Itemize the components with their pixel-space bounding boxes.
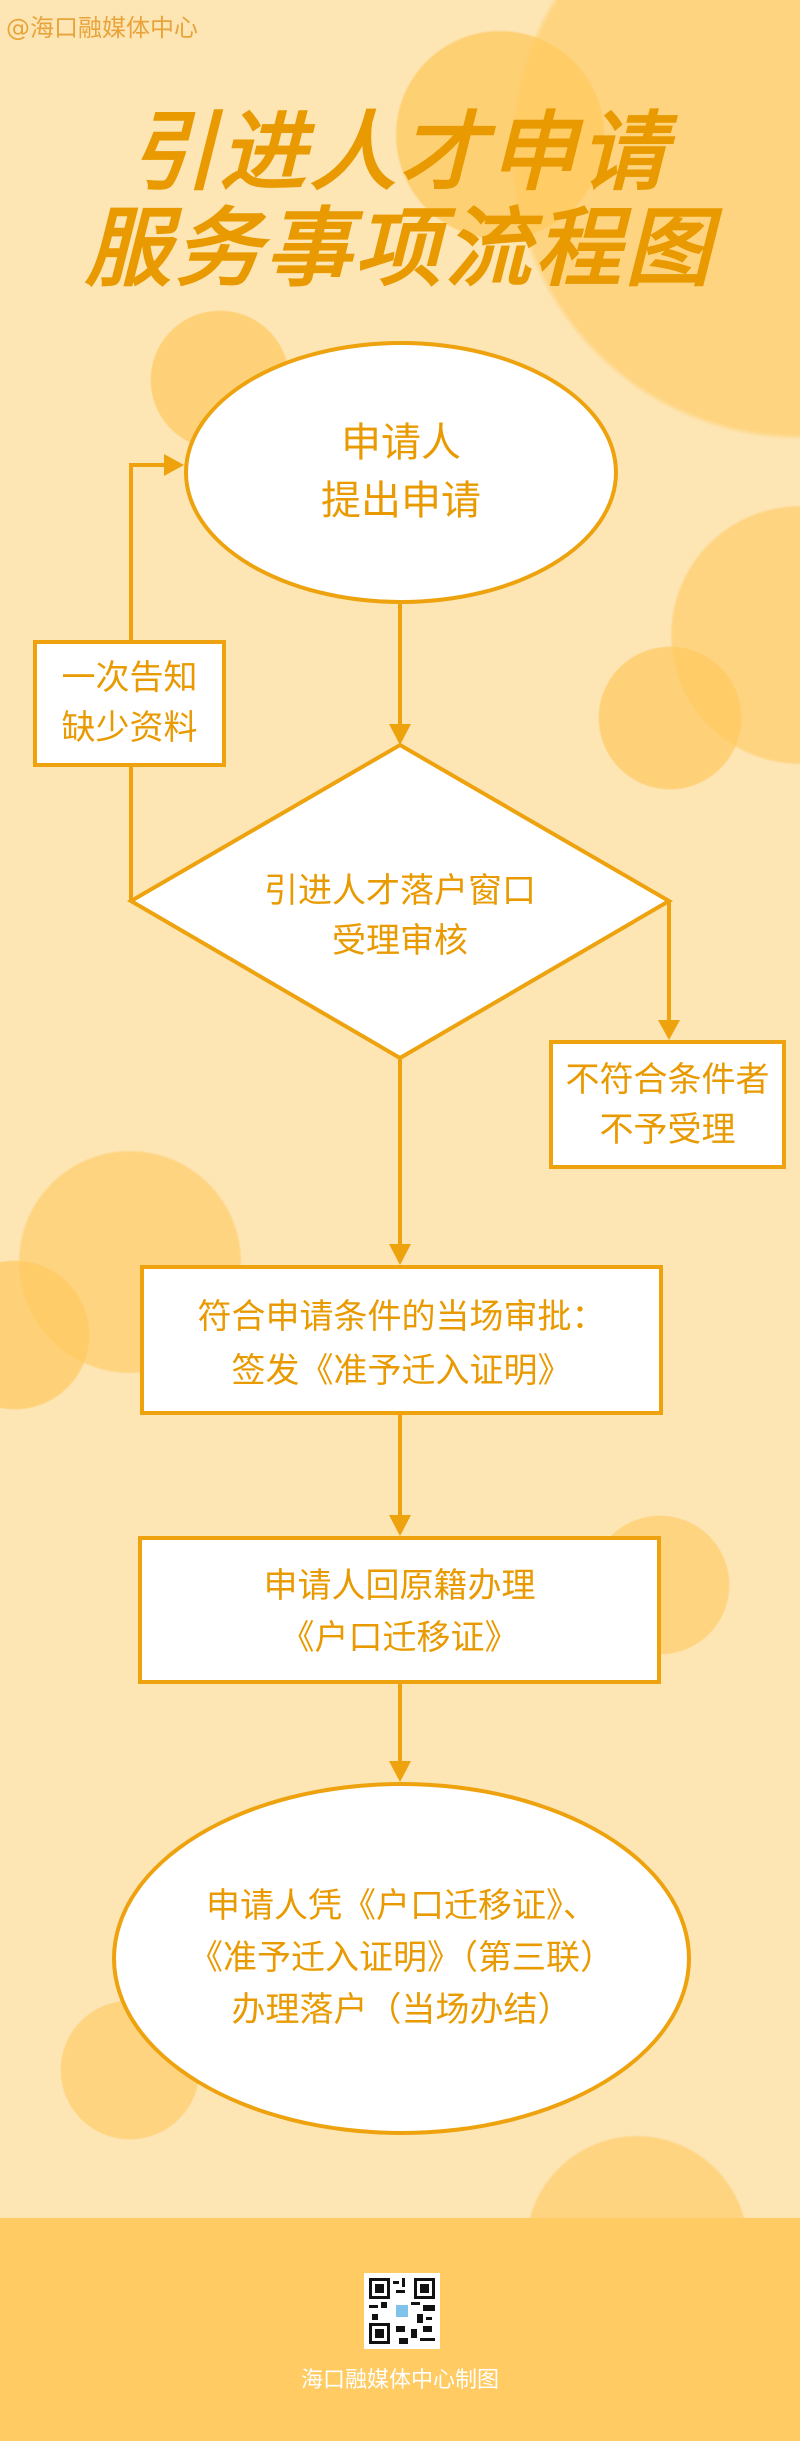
arrowhead (389, 1515, 411, 1536)
end-line2: 《准予迁入证明》（第三联） (189, 1938, 614, 1978)
arrowhead (164, 454, 184, 476)
arrowhead (389, 1761, 411, 1782)
watermark: @海口融媒体中心 (6, 14, 198, 42)
qr-code-icon (364, 2273, 440, 2349)
arrowhead (658, 1020, 680, 1040)
review-line2: 受理审核 (332, 921, 468, 961)
start-line1: 申请人 (341, 420, 461, 466)
end-text: 申请人凭《户口迁移证》、 《准予迁入证明》（第三联） 办理落户（当场办结） (112, 1880, 691, 2036)
end-line1: 申请人凭《户口迁移证》、 (206, 1886, 597, 1926)
arrowhead (389, 1244, 411, 1265)
page-title-line2: 服务事项流程图 (85, 199, 715, 299)
reject-line1: 不符合条件者 (565, 1060, 770, 1100)
start-text: 申请人 提出申请 (184, 414, 618, 530)
approve-box (140, 1265, 663, 1415)
qr-pattern (369, 2278, 435, 2344)
approve-line1: 符合申请条件的当场审批： (197, 1297, 606, 1337)
migrate-line1: 申请人回原籍办理 (263, 1566, 536, 1606)
reject-text: 不符合条件者 不予受理 (549, 1055, 786, 1155)
start-line2: 提出申请 (321, 478, 481, 524)
migrate-text: 申请人回原籍办理 《户口迁移证》 (138, 1560, 661, 1664)
review-text: 引进人才落户窗口 受理审核 (131, 866, 669, 966)
migrate-line2: 《户口迁移证》 (280, 1618, 519, 1658)
approve-line2: 签发《准予迁入证明》 (231, 1351, 572, 1391)
notify-box (33, 640, 226, 767)
end-line3: 办理落户（当场办结） (231, 1990, 572, 2030)
notify-line2: 缺少资料 (61, 708, 198, 748)
review-line1: 引进人才落户窗口 (264, 871, 536, 911)
reject-box (549, 1040, 786, 1169)
reject-line2: 不予受理 (599, 1110, 736, 1150)
notify-text: 一次告知 缺少资料 (33, 653, 226, 753)
review-diamond (127, 742, 673, 1061)
start-ellipse (184, 341, 618, 604)
end-ellipse (112, 1782, 691, 2135)
footer-credit: 海口融媒体中心制图 (300, 2368, 499, 2393)
page-title-line1: 引进人才申请 (130, 103, 670, 203)
arrowhead (389, 724, 411, 745)
approve-text: 符合申请条件的当场审批： 签发《准予迁入证明》 (140, 1290, 663, 1398)
notify-line1: 一次告知 (61, 658, 198, 698)
migrate-box (138, 1536, 661, 1684)
